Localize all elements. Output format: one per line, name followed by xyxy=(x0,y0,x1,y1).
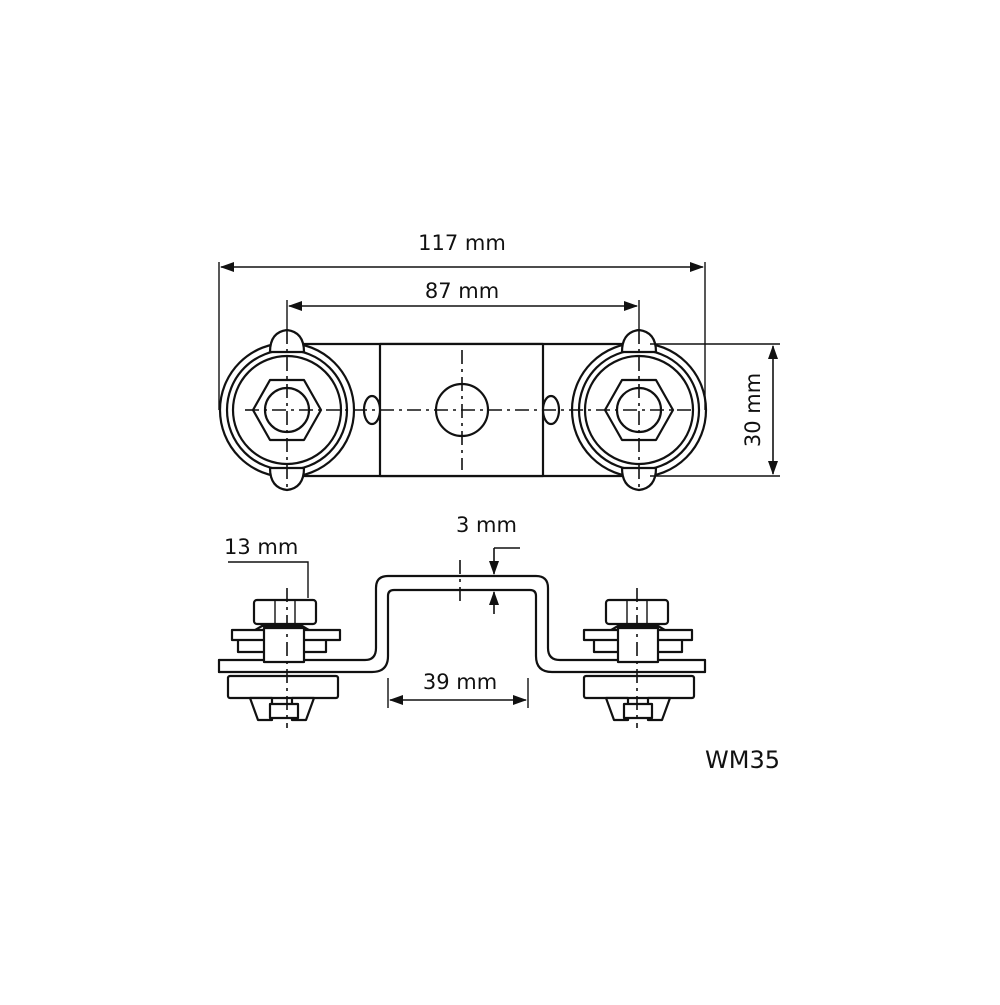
label-bridge-width: 39 mm xyxy=(423,670,497,694)
right-clamp-side xyxy=(582,588,696,728)
label-overall-length: 117 mm xyxy=(418,231,506,255)
right-clamp-top xyxy=(570,328,708,492)
left-clamp-side xyxy=(226,588,342,728)
hex-nut-side-left xyxy=(252,598,318,626)
label-nut-size: 13 mm xyxy=(224,535,298,559)
strap-profile-inner xyxy=(217,588,707,674)
top-view: 117 mm 87 mm 30 mm xyxy=(218,231,780,492)
label-thickness: 3 mm xyxy=(456,513,517,537)
label-width: 30 mm xyxy=(741,373,765,447)
strap-profile-outer xyxy=(217,574,707,662)
model-code: WM35 xyxy=(705,746,780,774)
label-hole-spacing: 87 mm xyxy=(425,279,499,303)
side-view: 13 mm 3 mm 39 mm xyxy=(217,513,707,728)
